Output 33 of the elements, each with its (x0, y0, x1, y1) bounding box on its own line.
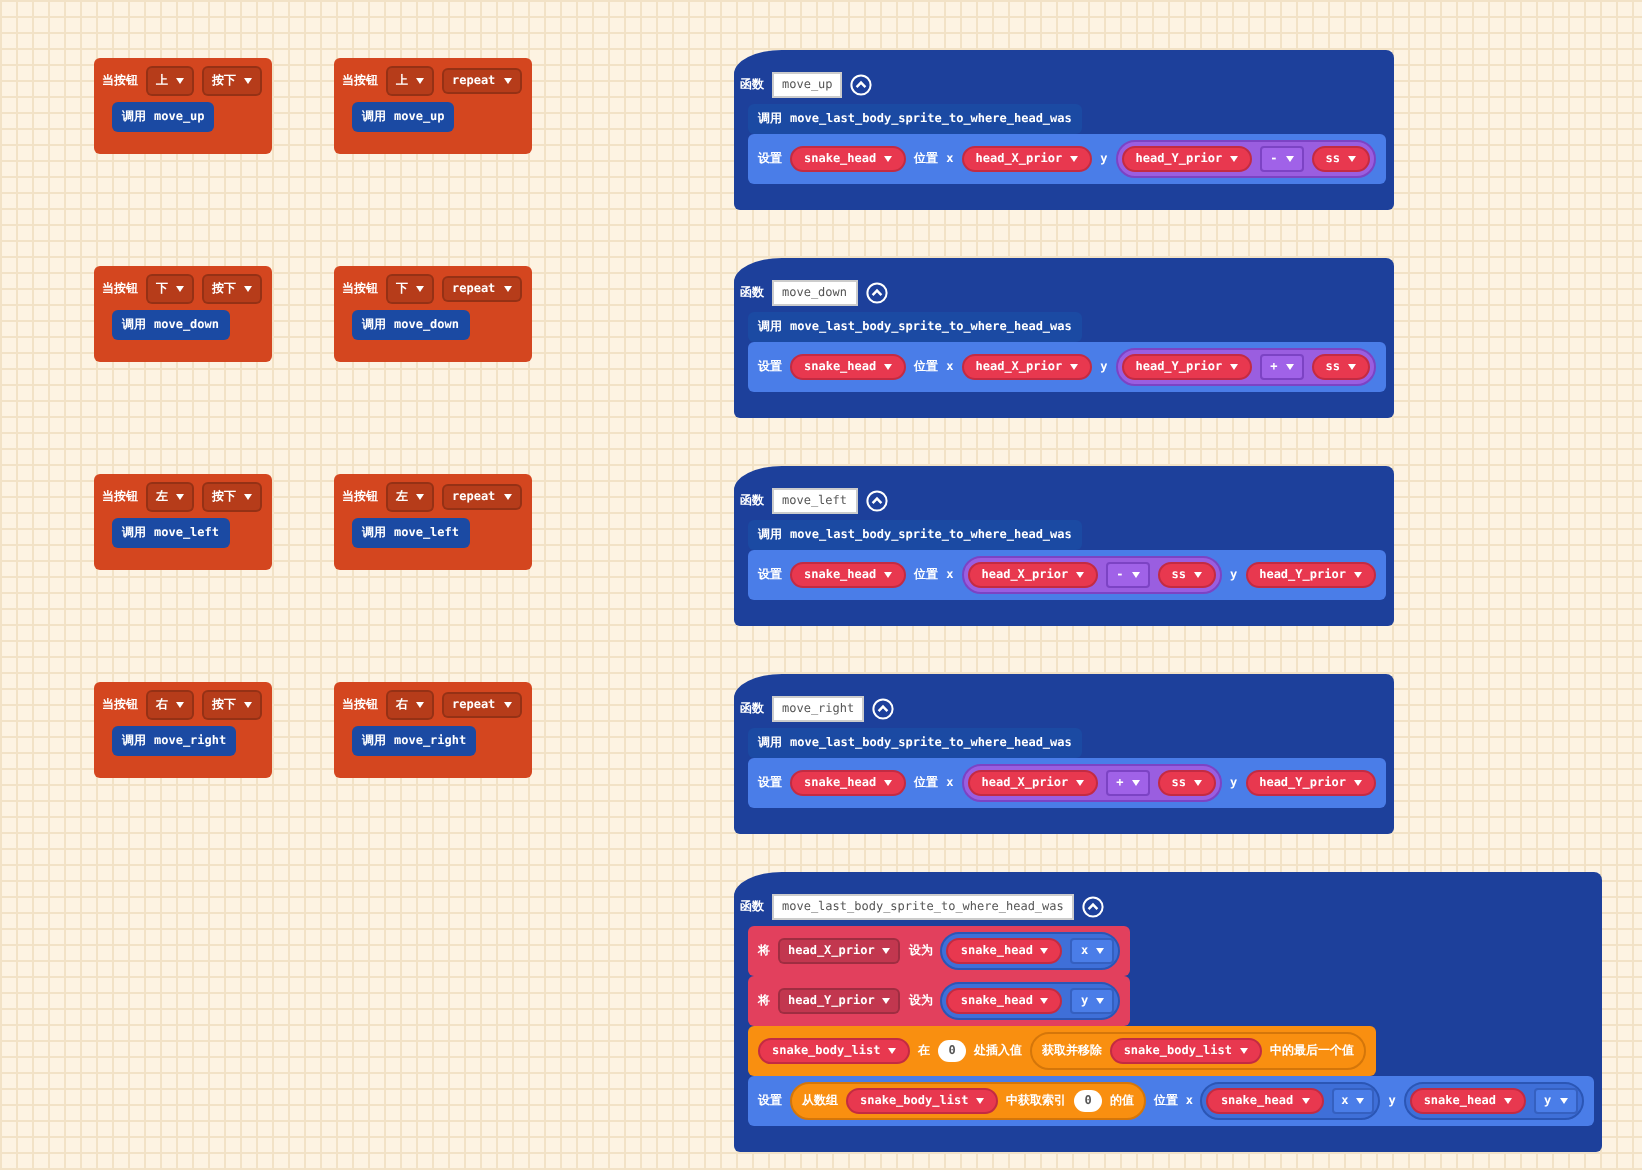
call-block (112, 310, 230, 340)
call-block (748, 728, 1082, 758)
event-block (94, 474, 272, 570)
event-block (334, 682, 532, 778)
statement-block (748, 550, 1386, 600)
statement-block (748, 1026, 1376, 1076)
statement-block (748, 134, 1386, 184)
event-block (94, 266, 272, 362)
event-block (334, 474, 532, 570)
statement-block (748, 976, 1131, 1026)
function-block (734, 258, 1394, 418)
event-block (334, 266, 532, 362)
call-block (748, 520, 1082, 550)
event-block (94, 682, 272, 778)
call-block (748, 312, 1082, 342)
call-block (352, 726, 477, 756)
statement-block (748, 926, 1131, 976)
call-block (112, 102, 215, 132)
event-block (94, 58, 272, 154)
function-block (734, 674, 1394, 834)
call-block (352, 102, 455, 132)
function-block (734, 466, 1394, 626)
statement-block (748, 758, 1386, 808)
function-block (734, 50, 1394, 210)
call-block (352, 310, 470, 340)
statement-block (748, 342, 1386, 392)
call-block (352, 518, 470, 548)
function-block (734, 872, 1602, 1152)
call-block (112, 518, 230, 548)
event-block (334, 58, 532, 154)
call-block (748, 104, 1082, 134)
call-block (112, 726, 237, 756)
statement-block (748, 1076, 1594, 1126)
